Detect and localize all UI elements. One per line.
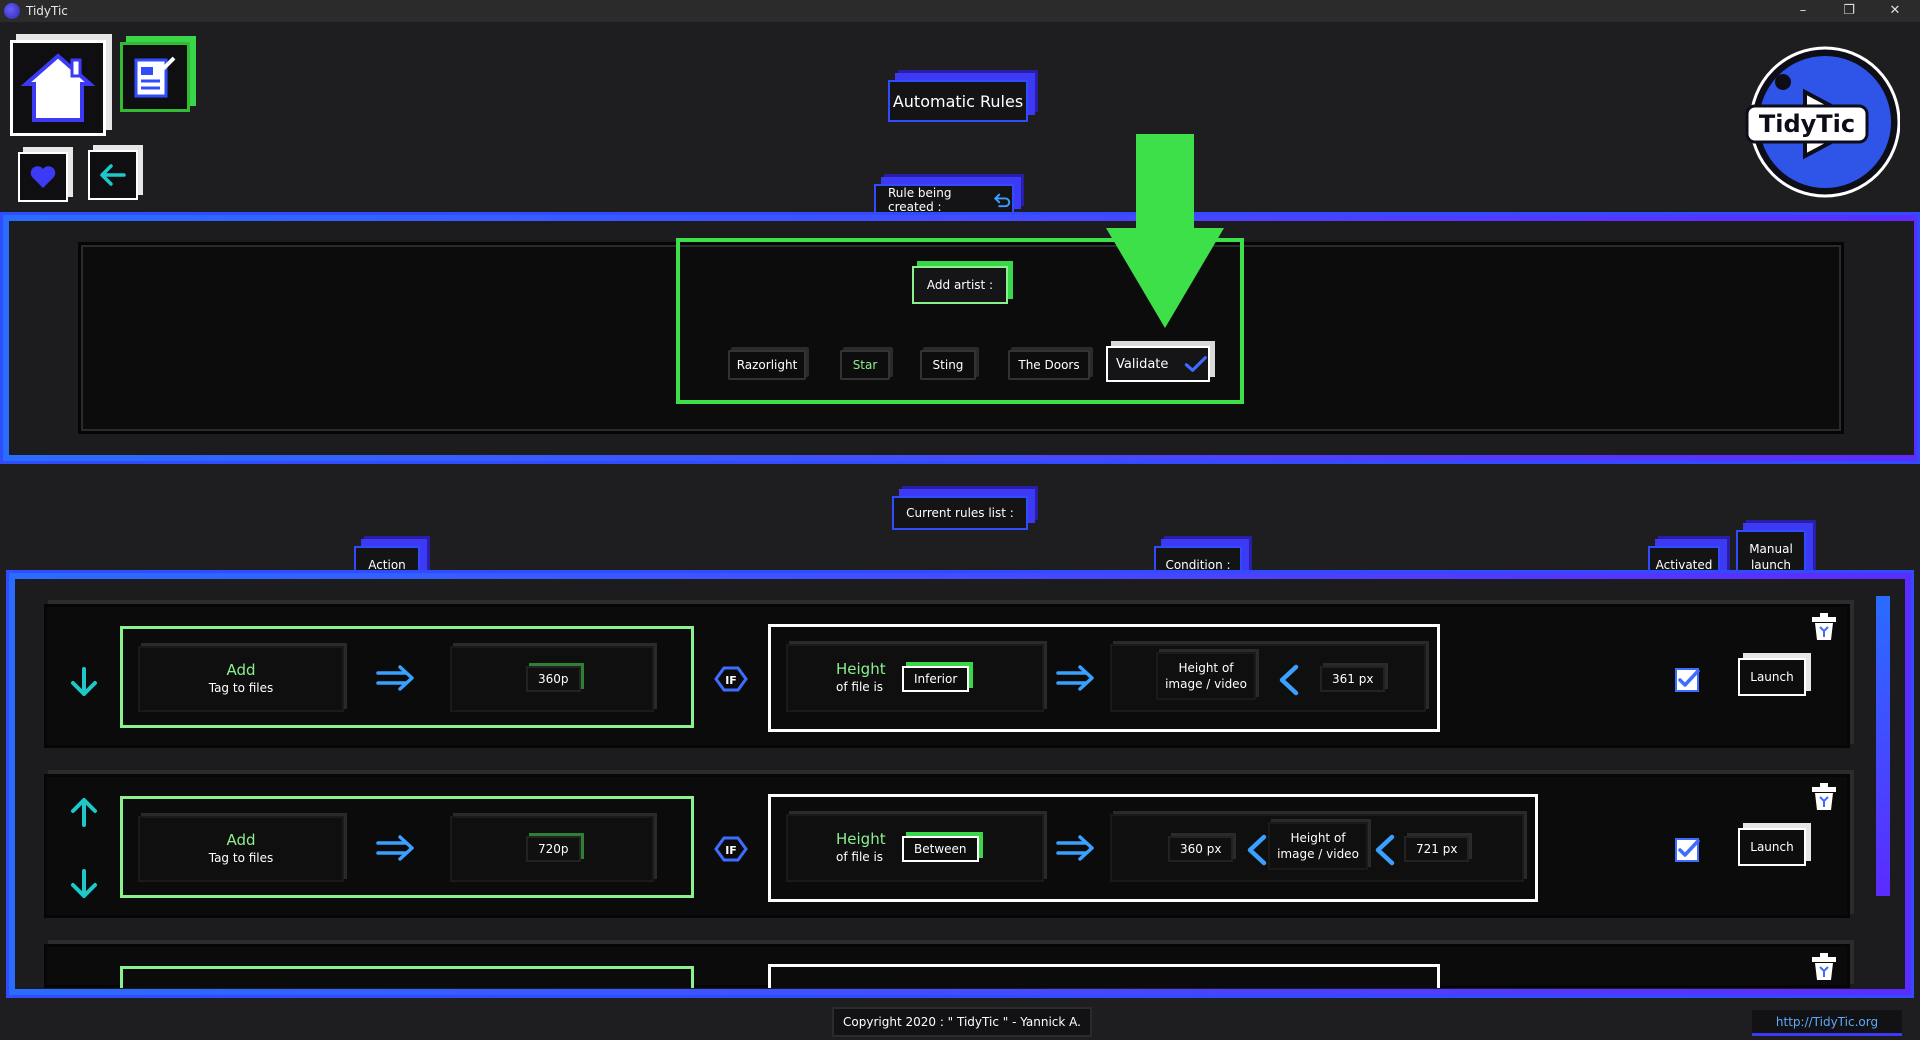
copyright-text: Copyright 2020 : " TidyTic " - Yannick A… <box>832 1007 1092 1037</box>
arrow-up-icon[interactable] <box>68 796 100 828</box>
condition-subtitle: of file is <box>836 850 884 864</box>
action-cell: Add Tag to files <box>138 816 344 882</box>
double-arrow-right-icon <box>376 835 414 861</box>
trash-icon[interactable] <box>1810 612 1838 642</box>
trash-icon[interactable] <box>1810 782 1838 812</box>
window-title: TidyTic <box>26 4 68 18</box>
restore-button[interactable]: ❐ <box>1843 3 1855 18</box>
app-icon <box>4 3 20 19</box>
subject-chip: Height of image / video <box>1268 822 1368 870</box>
validate-button[interactable]: Validate <box>1106 346 1210 382</box>
condition-box <box>768 964 1440 988</box>
chevron-left-icon <box>1279 664 1299 696</box>
checkmark-icon <box>1185 356 1208 372</box>
highlight-frame <box>676 238 1244 404</box>
heart-icon <box>30 166 56 188</box>
condition-title: Height <box>836 830 886 848</box>
add-artist-label: Add artist : <box>912 266 1008 304</box>
rules-list-scrollbar[interactable] <box>1876 596 1890 896</box>
document-edit-icon <box>134 56 176 98</box>
tag-chip: 720p <box>526 836 581 862</box>
double-arrow-right-icon <box>376 665 414 691</box>
favorites-button[interactable] <box>18 152 68 202</box>
action-subtitle: Tag to files <box>208 681 274 695</box>
close-button[interactable]: ✕ <box>1889 3 1901 18</box>
website-link[interactable]: http://TidyTic.org <box>1752 1010 1902 1036</box>
action-title: Add <box>226 661 256 679</box>
tag-chip: 360p <box>526 666 581 692</box>
arrow-down-icon[interactable] <box>68 868 100 900</box>
launch-button[interactable]: Launch <box>1738 658 1806 696</box>
edit-rules-button[interactable] <box>120 42 190 112</box>
rule-being-created-text: Rule being created : <box>888 186 952 214</box>
chevron-left-icon <box>1247 834 1267 866</box>
arrow-left-icon <box>100 164 126 186</box>
back-button[interactable] <box>88 150 138 200</box>
big-down-arrow-icon <box>1106 134 1224 328</box>
if-icon: IF <box>714 666 748 692</box>
value-chip: 360 px <box>1168 836 1234 862</box>
minimize-button[interactable]: – <box>1799 3 1807 18</box>
action-subtitle: Tag to files <box>208 851 274 865</box>
condition-subtitle: of file is <box>836 680 884 694</box>
activated-checkbox[interactable] <box>1674 836 1702 864</box>
artist-chip-star[interactable]: Star <box>840 350 890 380</box>
subject-chip: Height of image / video <box>1156 652 1256 700</box>
action-title: Add <box>226 831 256 849</box>
operator-chip[interactable]: Between <box>902 836 979 862</box>
activated-checkbox[interactable] <box>1674 666 1702 694</box>
trash-icon[interactable] <box>1810 952 1838 982</box>
window-titlebar: TidyTic – ❐ ✕ <box>0 0 1920 22</box>
double-arrow-right-icon <box>1056 665 1094 691</box>
artist-chip-the-doors[interactable]: The Doors <box>1008 350 1090 380</box>
tidytic-logo: TidyTic <box>1745 46 1900 198</box>
chevron-left-icon <box>1375 834 1395 866</box>
condition-title: Height <box>836 660 886 678</box>
home-icon <box>20 53 96 122</box>
artist-chip-razorlight[interactable]: Razorlight <box>728 350 806 380</box>
action-box <box>120 966 694 988</box>
action-cell: Add Tag to files <box>138 646 344 712</box>
logo-text: TidyTic <box>1759 110 1855 138</box>
value-chip: 361 px <box>1320 666 1386 692</box>
undo-icon[interactable] <box>993 191 1012 209</box>
if-icon: IF <box>714 836 748 862</box>
value-chip: 721 px <box>1404 836 1470 862</box>
page-title: Automatic Rules <box>888 80 1028 122</box>
svg-text:IF: IF <box>725 844 737 857</box>
artist-chip-sting[interactable]: Sting <box>920 350 976 380</box>
arrow-down-icon[interactable] <box>68 666 100 698</box>
double-arrow-right-icon <box>1056 835 1094 861</box>
current-rules-list-label: Current rules list : <box>892 496 1028 530</box>
operator-chip[interactable]: Inferior <box>902 666 970 692</box>
validate-label: Validate <box>1116 356 1169 372</box>
svg-text:IF: IF <box>725 674 737 687</box>
home-button[interactable] <box>10 40 106 136</box>
rule-being-created-label: Rule being created : <box>874 184 1014 216</box>
launch-button[interactable]: Launch <box>1738 828 1806 866</box>
